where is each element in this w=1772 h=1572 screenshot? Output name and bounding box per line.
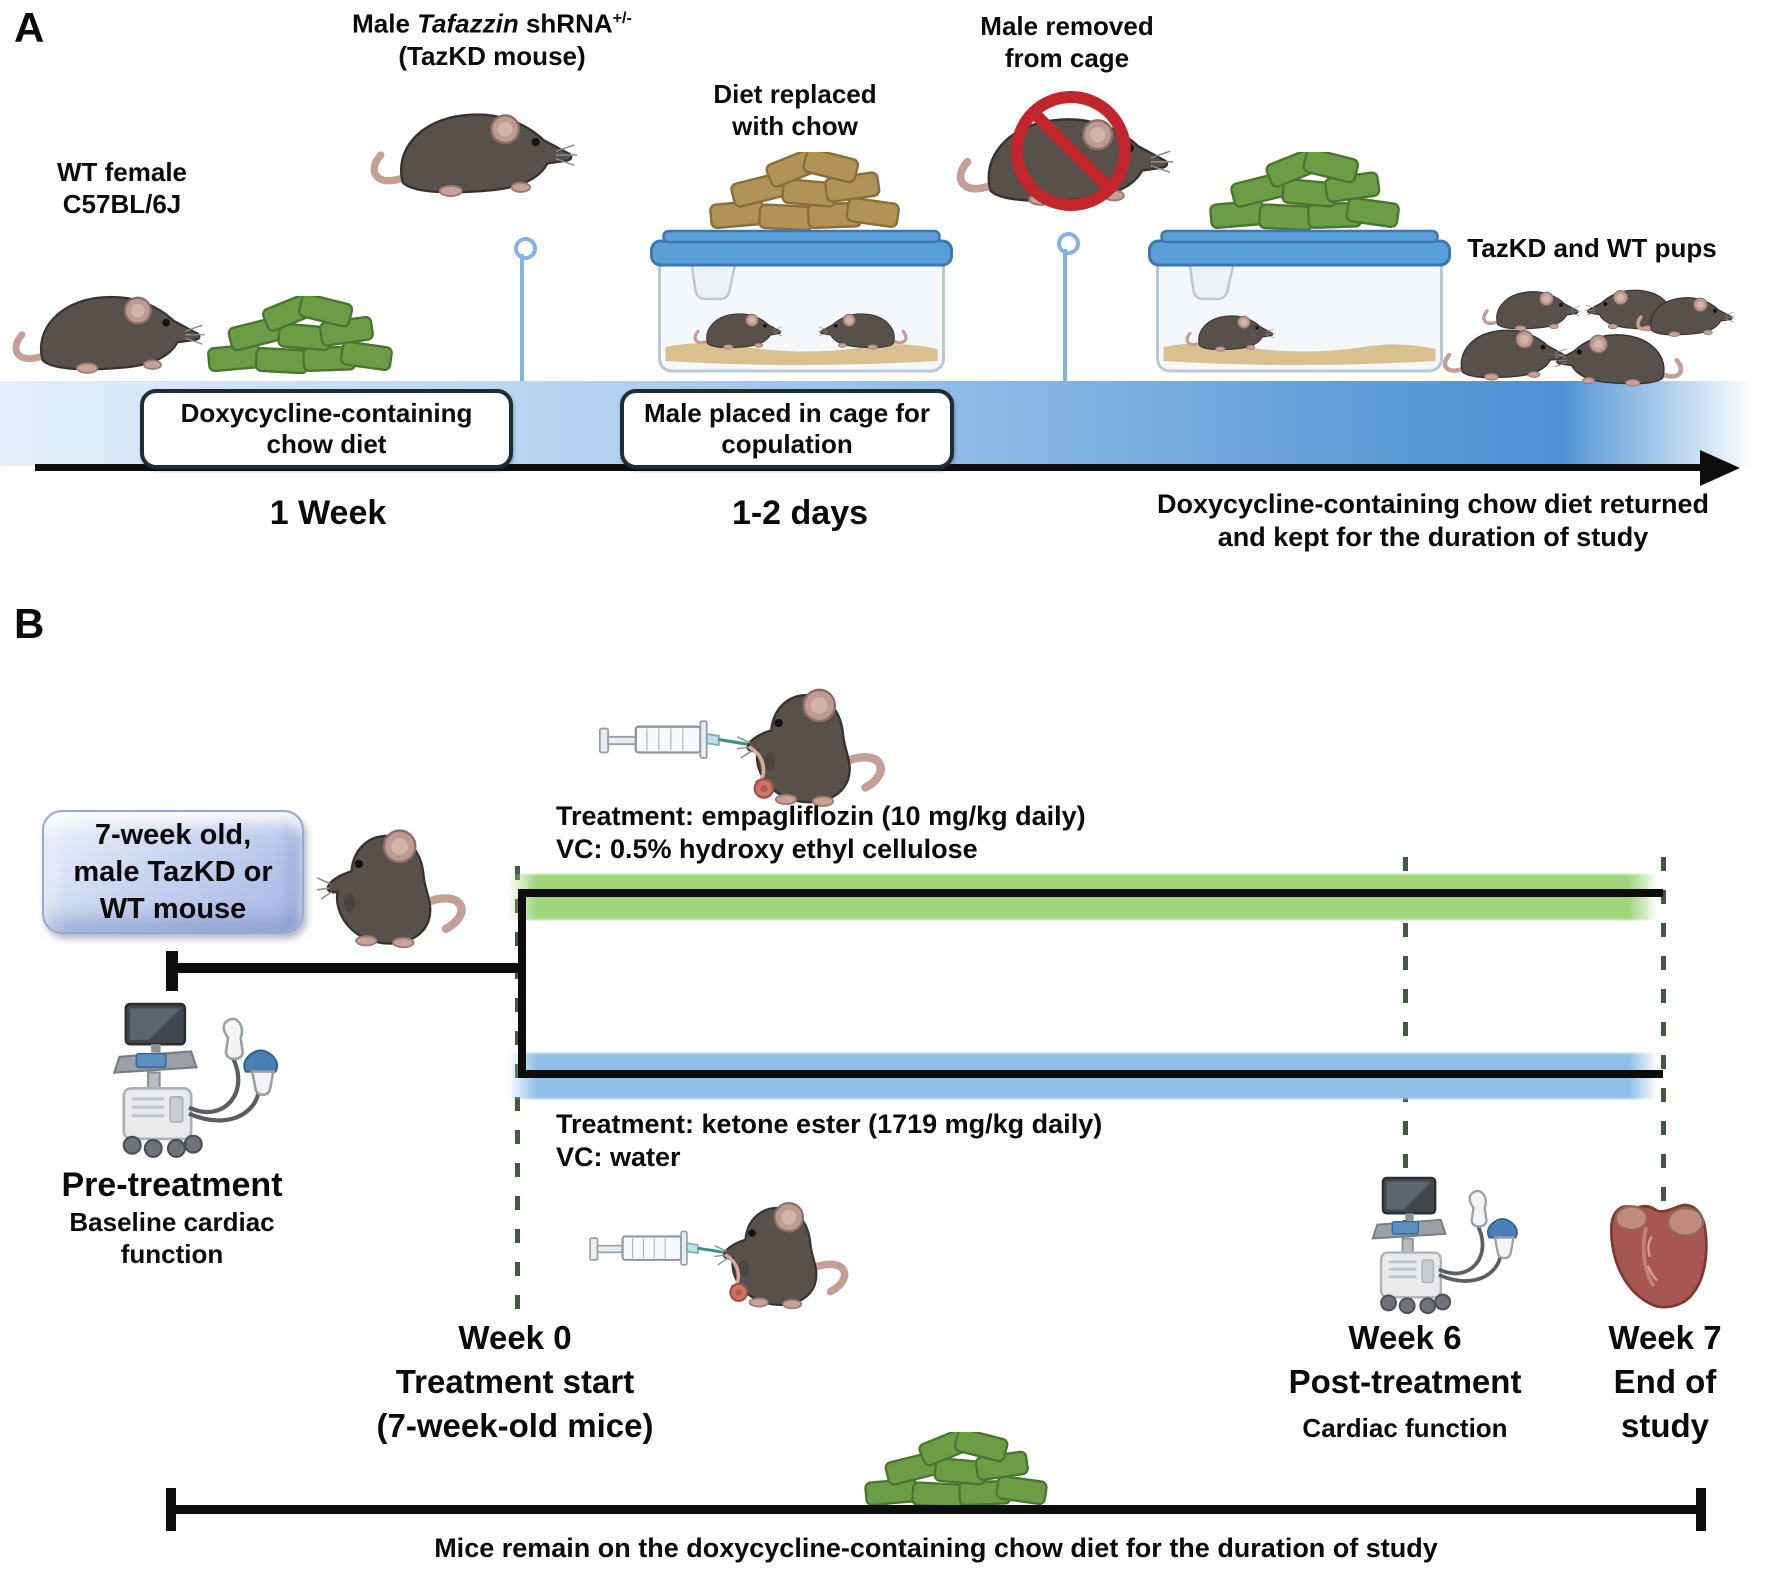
- echo-machine-pretreatment-icon: [98, 1002, 278, 1160]
- bottom-chow-pile-icon: [864, 1432, 1048, 1507]
- empagliflozin-arm-line: [518, 889, 1663, 897]
- study-line-left-cap: [166, 1488, 176, 1531]
- week7-dashed-line: [1661, 857, 1666, 1312]
- week7-label: Week 7 End of study: [1608, 1319, 1722, 1444]
- duration-1-week: 1 Week: [269, 494, 387, 532]
- empagliflozin-treatment-label: Treatment: empagliflozin (10 mg/kg daily…: [556, 801, 1086, 864]
- gavage-mouse-empagliflozin-icon: [598, 662, 893, 819]
- gavage-mouse-ketone-icon: [588, 1178, 856, 1320]
- pups-icon: [1438, 288, 1737, 405]
- timeline-pin-1-line: [520, 254, 524, 381]
- ketone-arm-line: [518, 1070, 1663, 1078]
- ketone-treatment-label: Treatment: ketone ester (1719 mg/kg dail…: [556, 1109, 1103, 1172]
- timeline-pin-2-line: [1063, 249, 1067, 381]
- pretreatment-line: [172, 963, 522, 973]
- study-duration-line: [170, 1505, 1702, 1514]
- timeline-pin-1-icon: [514, 237, 537, 260]
- week6-label: Week 6 Post-treatment Cardiac function: [1288, 1319, 1522, 1443]
- male-tazkd-label: Male Tafazzin shRNA+/- (TazKD mouse): [352, 8, 632, 71]
- tazkd-mouse-icon: [366, 94, 578, 205]
- wt-female-mouse-icon: [8, 278, 206, 381]
- study-line-right-cap: [1696, 1488, 1706, 1531]
- subject-box: 7-week old, male TazKD or WT mouse: [42, 810, 304, 934]
- chow-pile-brown-icon: [709, 152, 900, 230]
- bottom-note: Mice remain on the doxycycline-containin…: [434, 1533, 1438, 1563]
- dam-cage-icon: [1148, 229, 1451, 373]
- prohibition-icon: [1011, 91, 1131, 211]
- panel-b-label: B: [14, 600, 45, 647]
- empagliflozin-arm-band: [508, 874, 1658, 920]
- breeding-cage-icon: [650, 229, 953, 373]
- subject-mouse-icon: [316, 812, 474, 951]
- arm-split-line: [518, 889, 526, 1078]
- heart-icon: [1609, 1203, 1709, 1309]
- doxy-chow-pile-2-icon: [1209, 152, 1400, 230]
- duration-1-2-days: 1-2 days: [731, 494, 869, 532]
- timeline-arrowhead-icon: [1700, 450, 1740, 486]
- echo-machine-posttreatment-icon: [1370, 1176, 1518, 1316]
- week0-label: Week 0 Treatment start (7-week-old mice): [376, 1319, 654, 1444]
- timeline-pin-2-icon: [1057, 232, 1080, 255]
- pretreatment-title: Pre-treatment: [61, 1166, 283, 1204]
- duration-doxy-returned: Doxycycline-containing chow diet returne…: [1156, 489, 1710, 552]
- panel-a-label: A: [14, 4, 45, 51]
- doxy-chow-pile-icon: [207, 296, 393, 374]
- pretreatment-line-cap: [166, 951, 178, 991]
- pups-label: TazKD and WT pups: [1467, 233, 1717, 263]
